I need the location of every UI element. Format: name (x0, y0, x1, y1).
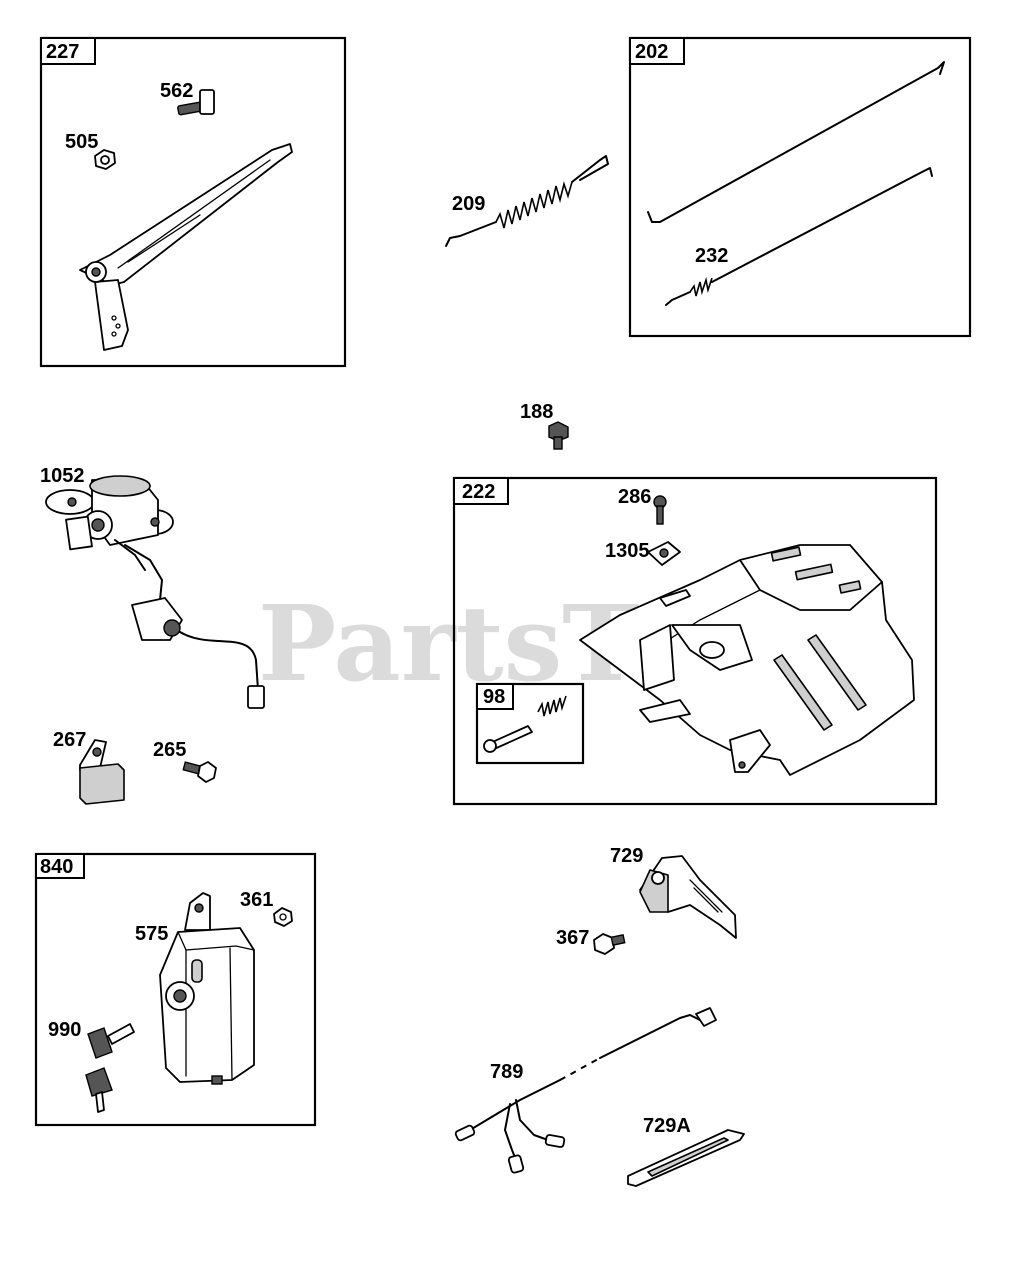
part-1052-switch-harness (45, 475, 265, 709)
part-98-pin-spring (483, 695, 567, 753)
callout-789: 789 (490, 1061, 523, 1083)
part-575-switch-housing (159, 892, 255, 1085)
callout-505: 505 (65, 131, 98, 153)
part-562-bolt (177, 89, 215, 116)
callout-267: 286 (618, 486, 651, 508)
callout-367: 367 (556, 927, 589, 949)
part-505-nut (94, 149, 116, 170)
callout-575: 575 (135, 923, 168, 945)
group-98-number: 98 (483, 686, 505, 708)
callout-729: 729 (610, 845, 643, 867)
part-789-wire-harness (454, 1007, 717, 1174)
callout-729A: 729A (643, 1115, 691, 1137)
group-222: 222 286 1305 (452, 476, 938, 806)
callout-361: 361 (240, 889, 273, 911)
group-227: 227 562 505 (39, 36, 347, 368)
callout-188: 188 (520, 401, 553, 423)
group-98: 98 (475, 682, 585, 765)
part-265-clip (647, 541, 681, 566)
part-361-nut (273, 907, 293, 927)
group-840-frame (34, 852, 317, 1127)
part-232-rod-spring (665, 167, 933, 306)
part-188-bolt (548, 421, 569, 450)
part-209-spring (445, 155, 609, 247)
group-227-tab (40, 37, 96, 65)
group-222-number: 222 (462, 481, 495, 503)
part-367-bolt (593, 933, 626, 955)
group-202-frame (628, 36, 972, 338)
callout-1052: 1052 (40, 465, 85, 487)
group-202-tab (629, 37, 685, 65)
part-202-rod (647, 61, 945, 223)
callout-209: 209 (452, 193, 485, 215)
part-222-bracket (579, 544, 915, 776)
callout-990: 990 (48, 1019, 81, 1041)
part-1305-bolt (182, 761, 217, 783)
part-729-bracket (639, 855, 737, 939)
callout-232: 232 (695, 245, 728, 267)
group-840-number: 840 (40, 856, 73, 878)
part-729A-plate (627, 1129, 745, 1187)
callout-286: 267 (53, 729, 86, 751)
part-227-lever (79, 143, 293, 351)
group-222-frame (452, 476, 938, 806)
group-840-tab (35, 853, 85, 879)
part-286-bracket (79, 739, 125, 805)
group-202-number: 202 (635, 41, 668, 63)
group-840: 840 361 575 990 (34, 852, 317, 1127)
part-990-keys (85, 1023, 135, 1113)
group-98-tab (476, 683, 514, 710)
part-267-screw (653, 495, 667, 525)
group-98-frame (475, 682, 585, 765)
callout-562: 562 (160, 80, 193, 102)
callout-1305: 265 (153, 739, 186, 761)
group-222-tab (453, 477, 509, 505)
group-202: 202 232 (628, 36, 972, 338)
group-227-number: 227 (46, 41, 79, 63)
group-227-frame (39, 36, 347, 368)
callout-265: 1305 (605, 540, 650, 562)
